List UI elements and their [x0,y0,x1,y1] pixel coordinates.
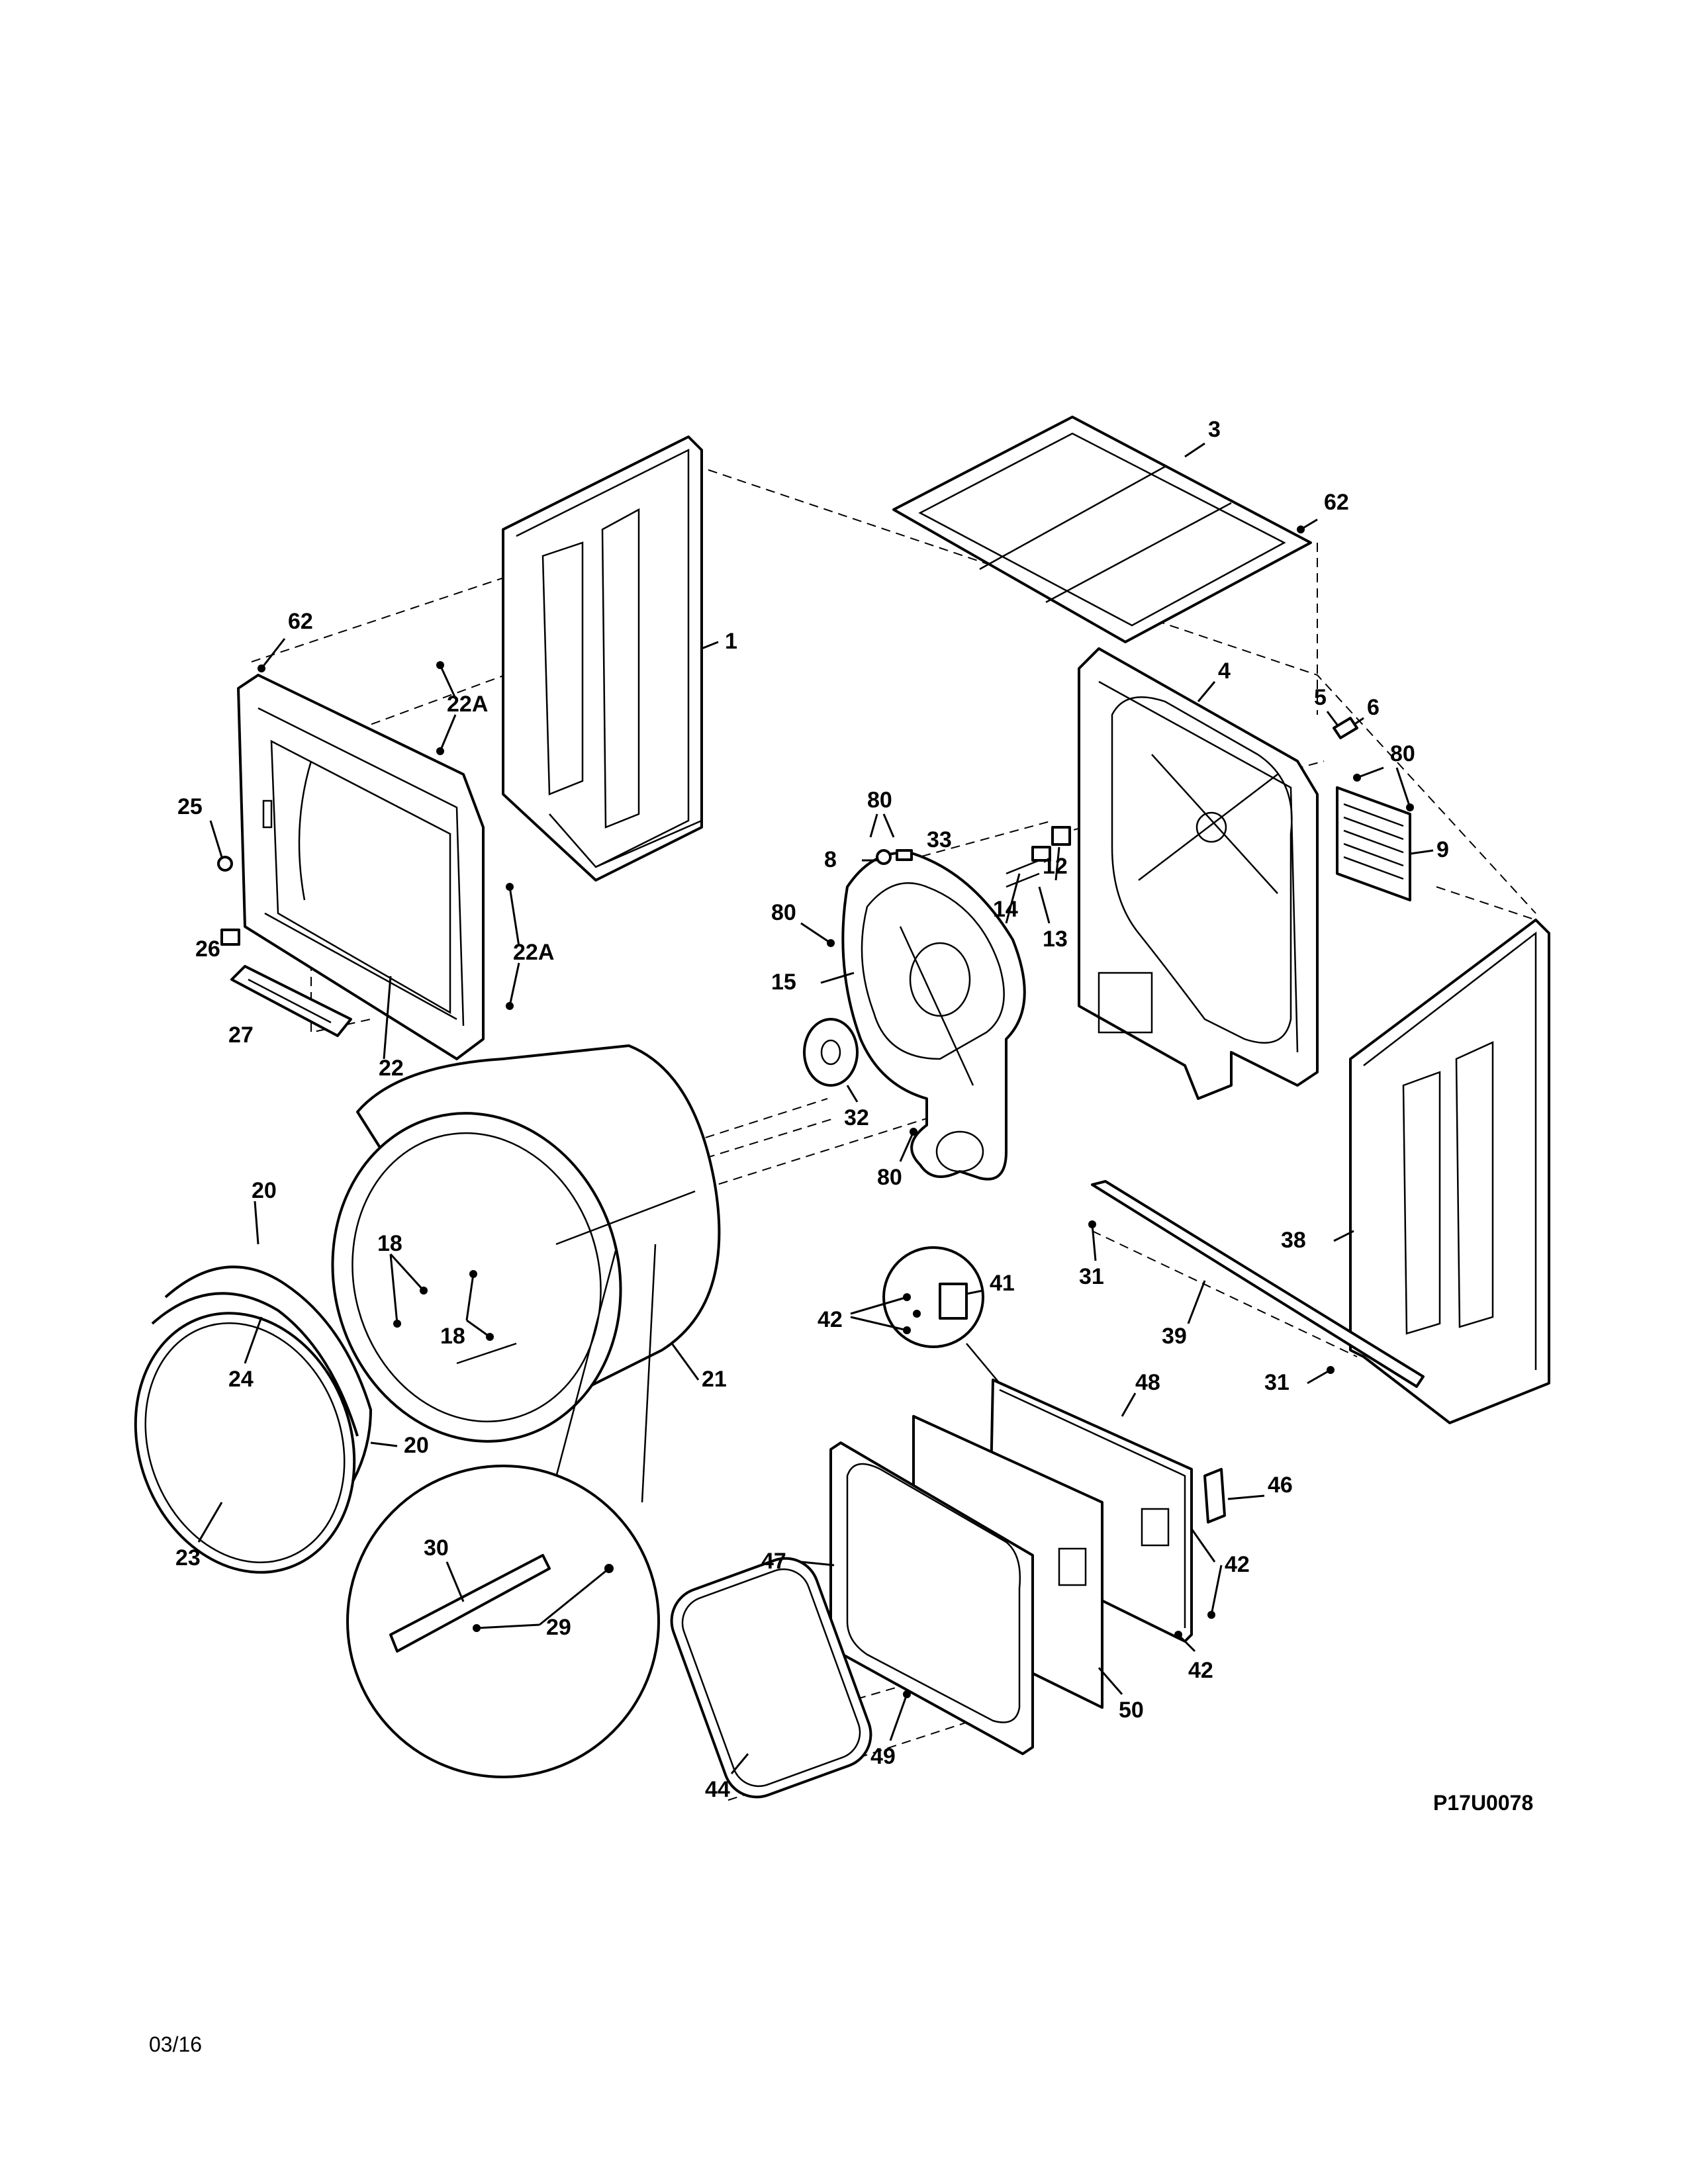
callout-31: 31 [1079,1264,1104,1289]
callout-1: 1 [725,629,737,654]
small-bracket [1333,717,1358,739]
side-panel-right [1349,919,1550,1424]
callout-33: 33 [927,827,952,852]
thermostat-parts [876,849,913,865]
callout-29: 29 [546,1615,571,1640]
callout-62: 62 [288,609,313,634]
callout-13: 13 [1043,927,1068,952]
callout-4: 4 [1218,659,1231,684]
idler-hardware [1006,826,1071,888]
callout-labels: 1 3 62 62 22A 22A 25 26 27 22 4 5 6 80 9… [175,417,1449,1802]
callout-23: 23 [175,1545,201,1570]
callout-32: 32 [844,1105,869,1130]
door-gasket [670,1557,872,1799]
drum-rings [134,1265,372,1574]
rear-panel [1078,647,1319,1100]
callout-8: 8 [824,847,837,872]
callout-27: 27 [228,1023,254,1048]
callout-20: 20 [404,1433,429,1458]
callout-12: 12 [1043,854,1068,879]
callout-80: 80 [771,900,796,925]
callout-80: 80 [1390,741,1415,766]
callout-44: 44 [705,1777,730,1802]
callout-26: 26 [195,936,220,962]
callout-41: 41 [990,1271,1015,1296]
callout-18: 18 [440,1324,465,1349]
bulkhead [841,851,1026,1181]
callout-22: 22 [379,1056,404,1081]
top-panel [892,416,1312,643]
callout-25: 25 [177,794,203,819]
callout-39: 39 [1162,1324,1187,1349]
bearing-plate [803,1018,859,1087]
callout-5: 5 [1314,685,1327,710]
alignment-lines [251,469,1536,1801]
bracket [230,965,352,1037]
callout-80: 80 [867,788,892,813]
revision-date: 03/16 [149,2032,202,2056]
door-handle [1203,1468,1226,1524]
side-panel-left [502,435,703,882]
callout-3: 3 [1208,417,1221,442]
hinge-detail-circle [882,1246,1000,1384]
callout-48: 48 [1135,1370,1160,1395]
callout-31: 31 [1264,1370,1289,1395]
callout-47: 47 [761,1549,786,1574]
callout-20: 20 [252,1178,277,1203]
screw [217,856,233,872]
callout-42: 42 [818,1307,843,1332]
callout-9: 9 [1436,837,1449,862]
callout-49: 49 [870,1744,896,1769]
callout-24: 24 [228,1367,254,1392]
callout-22A: 22A [513,940,554,965]
front-panel [237,674,485,1060]
callout-50: 50 [1119,1698,1144,1723]
callout-42: 42 [1188,1658,1213,1683]
leader-lines [197,442,1434,1774]
callout-22A: 22A [447,692,488,717]
callout-15: 15 [771,970,796,995]
callout-18: 18 [377,1231,402,1256]
vent-grille [1336,786,1411,901]
base-rail [1091,1180,1425,1388]
small-clip [220,929,240,946]
callout-21: 21 [702,1367,727,1392]
callout-46: 46 [1268,1473,1293,1498]
callout-30: 30 [424,1535,449,1561]
callout-38: 38 [1281,1228,1306,1253]
callout-62: 62 [1324,490,1349,515]
callout-42: 42 [1225,1552,1250,1577]
diagram-code: P17U0078 [1433,1791,1533,1815]
callout-6: 6 [1367,695,1380,720]
callout-14: 14 [993,897,1018,922]
callout-80: 80 [877,1165,902,1190]
drum [331,1044,721,1443]
detail-circle [346,1244,660,1778]
